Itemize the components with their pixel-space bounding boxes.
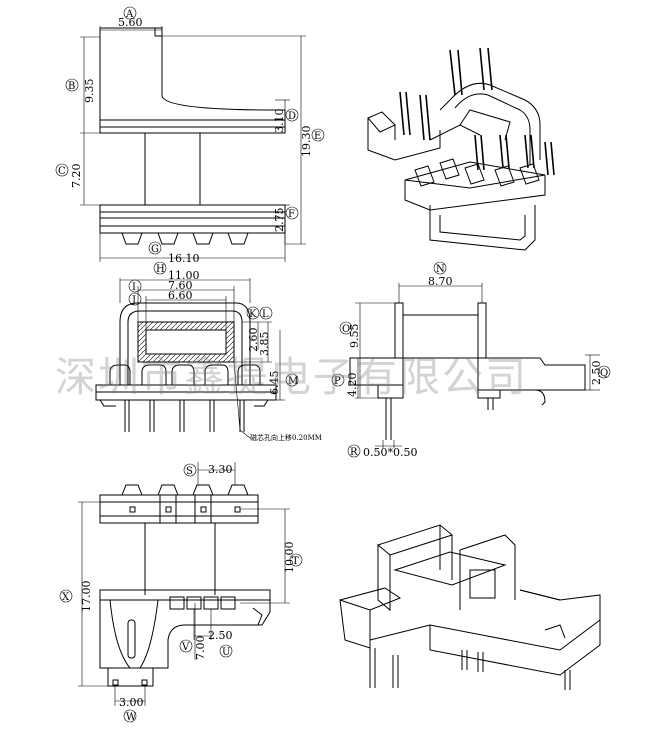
- svg-text:D: D: [288, 111, 296, 122]
- svg-text:O: O: [342, 324, 350, 335]
- bottom-view: 3.30 S 10.00 T 17.00 X 2.50 U 7.00 V 3.0…: [59, 462, 303, 723]
- svg-text:X: X: [62, 592, 70, 603]
- dim-R-value: 0.50*0.50: [363, 446, 417, 459]
- dim-B-value: 9.35: [83, 79, 96, 104]
- svg-text:H: H: [156, 264, 165, 275]
- svg-text:C: C: [58, 166, 66, 177]
- front-view: 5.60 A 9.35 B 7.20 C 19.30 E 3.10 D 2.75…: [55, 6, 325, 265]
- isometric-view-top: [367, 47, 555, 251]
- dim-S-value: 3.30: [208, 463, 233, 476]
- dim-C-value: 7.20: [70, 164, 83, 189]
- dim-K-value: 2.60: [247, 328, 260, 353]
- dim-F-value: 2.75: [273, 208, 286, 233]
- svg-text:E: E: [314, 131, 321, 142]
- dim-X-value: 17.00: [80, 581, 93, 613]
- svg-text:J: J: [131, 295, 136, 306]
- dim-A-value: 5.60: [118, 16, 143, 29]
- svg-text:Q: Q: [600, 368, 608, 379]
- dim-Q-value: 2.50: [590, 361, 603, 386]
- dim-D-value: 3.10: [273, 109, 286, 134]
- dim-U-value: 2.50: [208, 629, 233, 642]
- dim-N-value: 8.70: [428, 275, 453, 288]
- svg-text:A: A: [125, 9, 134, 20]
- svg-text:W: W: [126, 712, 137, 723]
- svg-text:L: L: [262, 309, 269, 320]
- svg-text:F: F: [288, 209, 295, 220]
- svg-text:P: P: [334, 376, 341, 387]
- dim-E-value: 19.30: [300, 126, 313, 158]
- svg-text:S: S: [186, 466, 193, 477]
- svg-text:V: V: [181, 642, 190, 653]
- dim-H-value: 11.00: [168, 269, 200, 282]
- core-hole-note: 磁芯孔向上移0.20MM: [250, 433, 322, 442]
- dim-V-value: 7.00: [194, 636, 207, 661]
- dim-L-value: 3.85: [258, 332, 271, 357]
- svg-text:G: G: [151, 244, 159, 255]
- dim-G-value: 16.10: [168, 252, 200, 265]
- section-view: 11.00 H 7.60 I 6.60 J 2.60 3.85 K L 6.45…: [95, 261, 322, 442]
- dim-M-value: 6.45: [268, 371, 281, 396]
- svg-text:B: B: [68, 81, 75, 92]
- svg-text:U: U: [222, 647, 230, 658]
- svg-text:M: M: [288, 376, 298, 387]
- side-view: 8.70 N 9.55 O 4.20 P 2.50 Q 0.50*0.50 R: [331, 261, 611, 459]
- dim-I-value: 7.60: [168, 279, 193, 292]
- dim-J-value: 6.60: [168, 289, 193, 302]
- svg-text:K: K: [249, 309, 257, 320]
- isometric-view-bottom: [339, 524, 601, 690]
- svg-text:N: N: [436, 264, 445, 275]
- dim-W-value: 3.00: [119, 696, 144, 709]
- svg-text:R: R: [350, 447, 358, 458]
- svg-text:T: T: [292, 556, 299, 567]
- dim-O-value: 9.55: [348, 324, 361, 349]
- dim-P-value: 4.20: [346, 373, 359, 398]
- svg-text:I: I: [132, 282, 136, 293]
